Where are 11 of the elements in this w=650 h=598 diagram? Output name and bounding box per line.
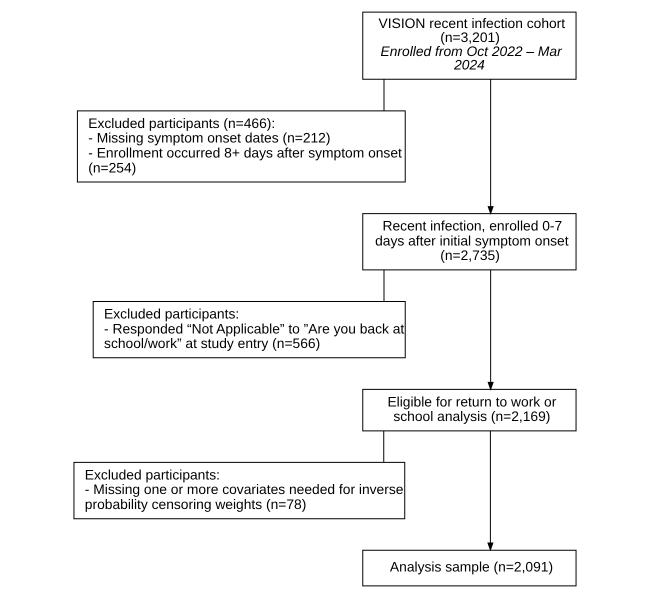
connector xyxy=(383,430,384,462)
arrow xyxy=(487,430,494,552)
node-box: Eligible for return to work or school analysis (n=2,169) xyxy=(362,388,577,432)
node-box: Excluded participants (n=466): - Missing symptom onset dates (n=212) - Enrollment occurred 8+ days after symptom onset (n=254) xyxy=(76,110,406,182)
node-box: Excluded participants: - Missing one or more covariates needed for inverse probability censoring weights (n=78) xyxy=(73,462,406,520)
arrow xyxy=(488,78,494,216)
node-box: Recent infection, enrolled 0-7 days after initial symptom onset (n=2,735) xyxy=(362,213,577,270)
node-box: VISION recent infection cohort (n=3,201) Enrolled from Oct 2022 – Mar 2024 xyxy=(362,12,577,80)
arrow xyxy=(488,269,494,391)
node-box: Analysis sample (n=2,091) xyxy=(362,550,577,586)
node-box: Excluded participants: - Responded “Not Applicable” to ”Are you back at school/work” at study entry (n=566) xyxy=(92,300,406,358)
